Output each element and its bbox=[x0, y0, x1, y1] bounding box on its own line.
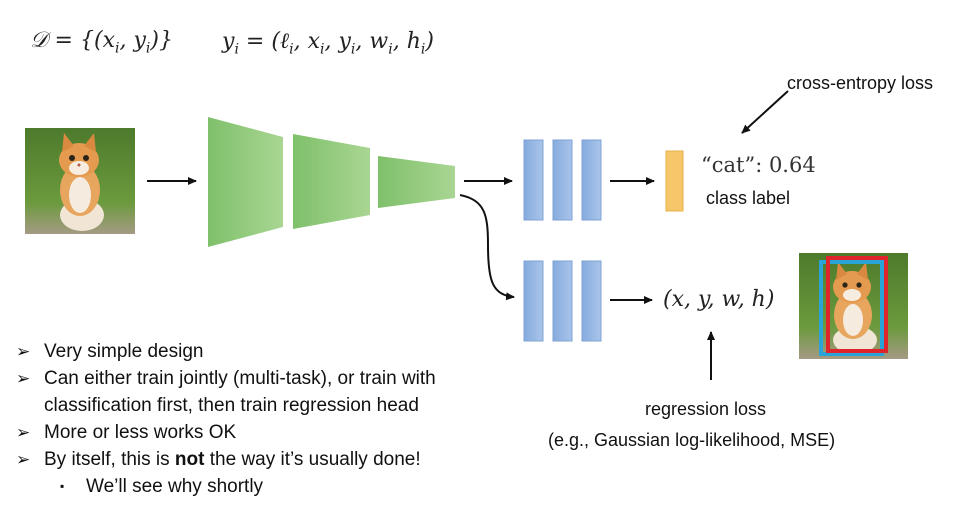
bullet-text: More or less works OK bbox=[44, 422, 237, 443]
box-head bbox=[523, 260, 602, 342]
cross-entropy-arrow bbox=[741, 90, 789, 134]
class-head bbox=[523, 139, 602, 221]
sub-bullet-marker: ▪ bbox=[60, 479, 65, 493]
bullet-marker: ➢ bbox=[16, 342, 31, 361]
bullet-marker: ➢ bbox=[16, 369, 31, 388]
bullet-marker: ➢ bbox=[16, 423, 31, 442]
encoder-stage-3 bbox=[378, 156, 455, 208]
bullet-text: classification first, then train regress… bbox=[44, 395, 419, 416]
regression-loss-label: regression loss bbox=[645, 399, 767, 419]
feature-arrow-box bbox=[459, 194, 515, 301]
bullet-text: Can either train jointly (multi-task), o… bbox=[44, 368, 436, 389]
class-score-box bbox=[665, 150, 684, 212]
sub-bullet-item: ▪ We’ll see why shortly bbox=[16, 473, 516, 500]
predicted-box bbox=[826, 256, 888, 353]
encoder-stage-2 bbox=[293, 134, 370, 229]
regression-loss-examples: (e.g., Gaussian log-likelihood, MSE) bbox=[548, 430, 836, 450]
bullet-item: ➢ Can either train jointly (multi-task),… bbox=[16, 365, 516, 392]
bullet-list: ➢ Very simple design ➢ Can either train … bbox=[16, 338, 516, 500]
target-formula: yi = (ℓi, xi, yi, wi, hi) bbox=[222, 29, 434, 58]
bullet-text-bold: not bbox=[174, 449, 205, 470]
cross-entropy-loss-label: cross-entropy loss bbox=[787, 73, 934, 93]
sub-bullet-text: We’ll see why shortly bbox=[86, 476, 264, 497]
bullet-item: ➢ Very simple design bbox=[16, 338, 516, 365]
bullet-marker: ➢ bbox=[16, 450, 31, 469]
class-label-text: class label bbox=[706, 188, 791, 208]
encoder-stage-1 bbox=[208, 117, 283, 247]
bullet-continuation: classification first, then train regress… bbox=[16, 392, 516, 419]
box-coords-text: (x, y, w, h) bbox=[663, 287, 775, 312]
bullet-text-pre: By itself, this is bbox=[44, 449, 175, 470]
bullet-item: ➢ By itself, this is not the way it’s us… bbox=[16, 446, 516, 473]
ground-truth-box bbox=[819, 260, 884, 356]
bullet-item: ➢ More or less works OK bbox=[16, 419, 516, 446]
bullet-text-post: the way it’s usually done! bbox=[204, 449, 421, 470]
input-cat-image bbox=[25, 128, 135, 234]
output-cat-image bbox=[799, 253, 908, 359]
dataset-formula: 𝒟 = {(xi, yi)} bbox=[30, 28, 173, 57]
bullet-text: Very simple design bbox=[44, 341, 204, 362]
class-score-text: “cat”: 0.64 bbox=[701, 153, 816, 177]
